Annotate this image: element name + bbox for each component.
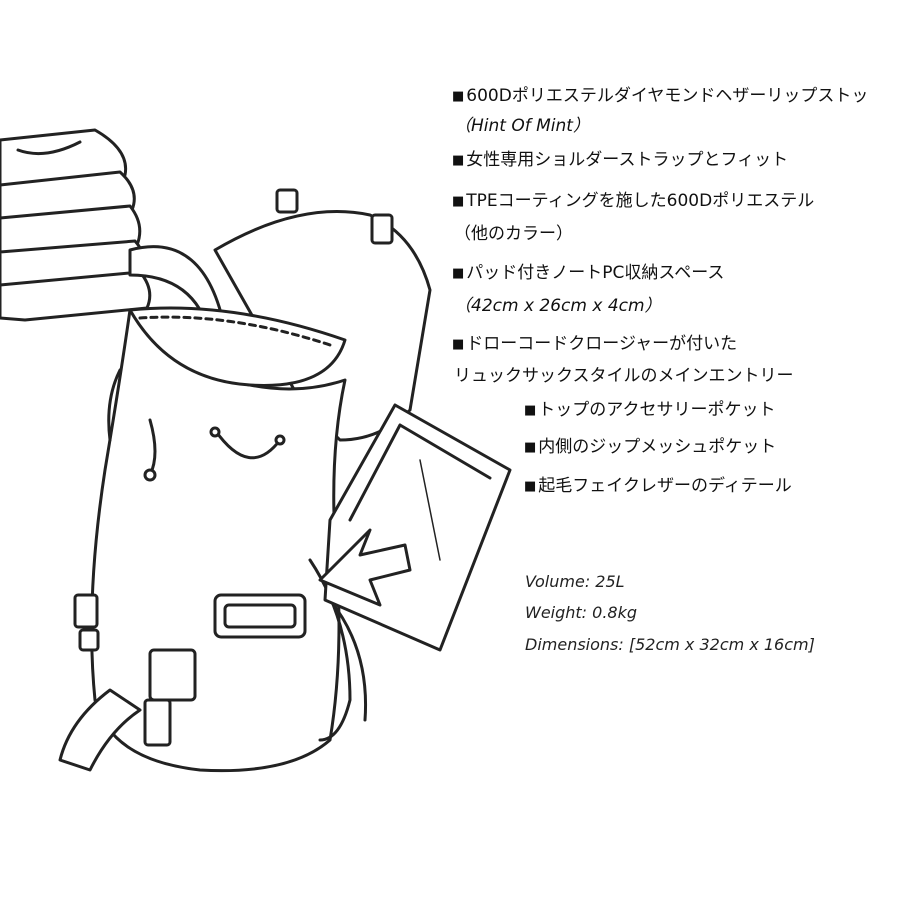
laptop xyxy=(323,403,512,652)
feature-text: 内側のジップメッシュポケット xyxy=(538,437,777,457)
feature-note-other-colors: （他のカラー） xyxy=(454,226,573,243)
bullet-icon: ■ xyxy=(452,89,465,104)
bullet-icon: ■ xyxy=(452,194,465,209)
bullet-icon: ■ xyxy=(452,266,465,281)
feature-item-top-pocket: ■トップのアクセサリーポケット xyxy=(524,402,775,419)
bullet-icon: ■ xyxy=(452,153,465,168)
feature-text: 起毛フェイクレザーのディテール xyxy=(538,476,792,496)
feature-text: （他のカラー） xyxy=(454,224,573,244)
feature-text: 600Dポリエステルダイヤモンドヘザーリップストッ xyxy=(466,86,869,106)
feature-text: TPEコーティングを施した600Dポリエステル xyxy=(466,191,815,211)
feature-item-strap: ■女性専用ショルダーストラップとフィット xyxy=(452,152,788,169)
feature-item-fabric: ■600Dポリエステルダイヤモンドヘザーリップストッ xyxy=(452,88,868,105)
feature-text: トップのアクセサリーポケット xyxy=(538,400,776,420)
feature-item-laptop: ■パッド付きノートPC収納スペース xyxy=(452,265,724,282)
feature-note-main-entry: リュックサックスタイルのメインエントリー xyxy=(454,368,794,385)
feature-text: リュックサックスタイルのメインエントリー xyxy=(454,366,794,386)
feature-text: （Hint Of Mint） xyxy=(454,116,590,136)
laptop-arrow xyxy=(318,528,412,607)
spec-weight: Weight: 0.8kg xyxy=(525,603,638,622)
bullet-icon: ■ xyxy=(524,479,537,494)
spec-dimensions: Dimensions: [52cm x 32cm x 16cm] xyxy=(525,635,815,654)
feature-note-laptop-size: （42cm x 26cm x 4cm） xyxy=(454,298,662,315)
spec-volume: Volume: 25L xyxy=(525,572,625,591)
bullet-icon: ■ xyxy=(452,337,465,352)
feature-item-tpe: ■TPEコーティングを施した600Dポリエステル xyxy=(452,193,814,210)
feature-text: パッド付きノートPC収納スペース xyxy=(466,263,725,283)
feature-text: （42cm x 26cm x 4cm） xyxy=(454,296,662,316)
feature-note-color: （Hint Of Mint） xyxy=(454,118,590,135)
feature-item-faux-leather: ■起毛フェイクレザーのディテール xyxy=(524,478,792,495)
bullet-icon: ■ xyxy=(524,403,537,418)
feature-item-drawcord: ■ドローコードクロージャーが付いた xyxy=(452,336,737,353)
backpack-lid xyxy=(213,210,432,442)
bullet-icon: ■ xyxy=(524,440,537,455)
feature-text: 女性専用ショルダーストラップとフィット xyxy=(466,150,789,170)
folded-clothes-stack xyxy=(0,128,152,322)
feature-text: ドローコードクロージャーが付いた xyxy=(466,334,738,354)
feature-item-mesh-pocket: ■内側のジップメッシュポケット xyxy=(524,439,776,456)
